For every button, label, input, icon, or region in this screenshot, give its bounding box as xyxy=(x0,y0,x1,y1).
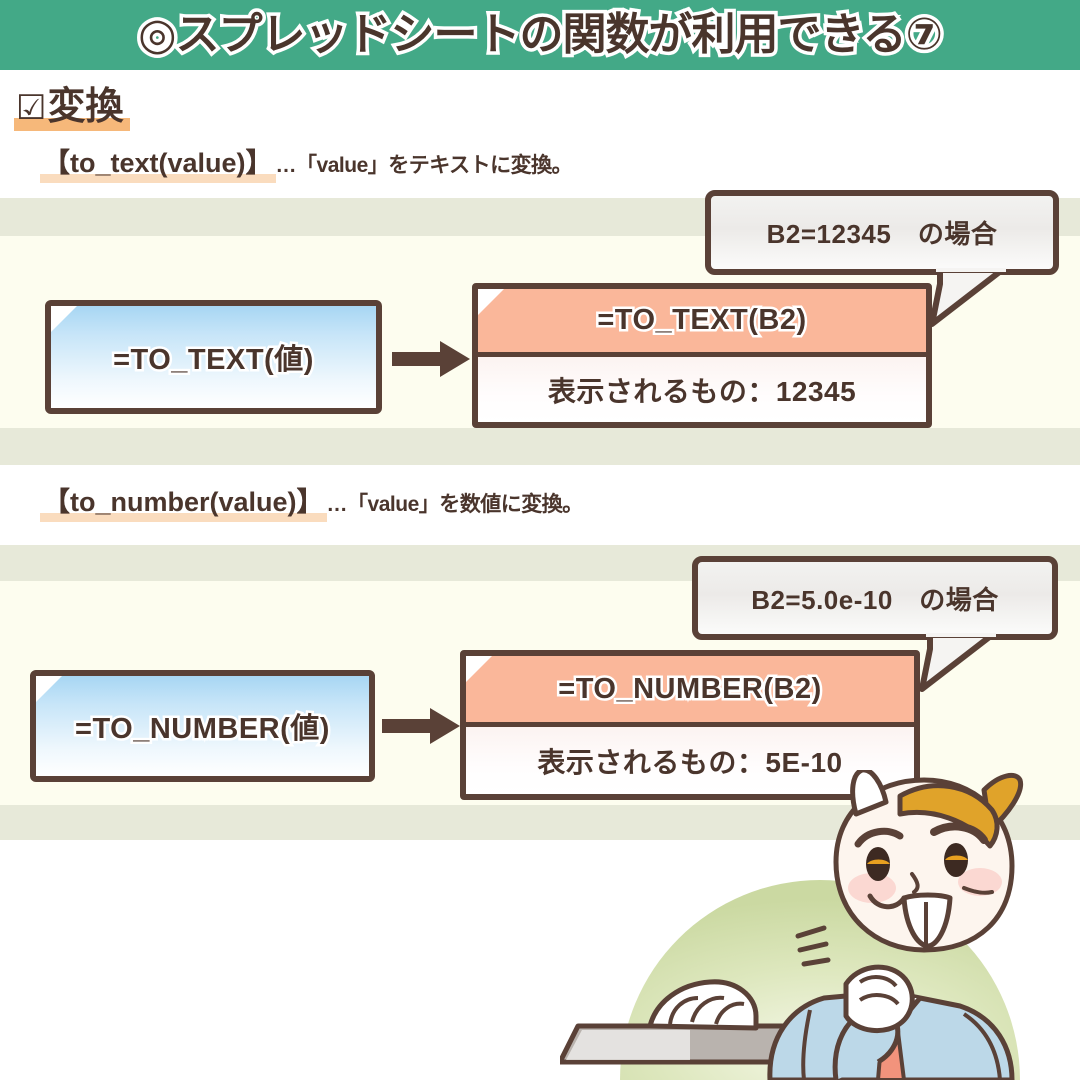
flow-arrow-2 xyxy=(382,705,462,747)
corner-highlight xyxy=(478,289,504,315)
result-formula-row-1: =TO_TEXT(B2) xyxy=(478,289,926,357)
section-heading-highlight: ☑変換 xyxy=(14,86,130,131)
corner-highlight xyxy=(51,306,77,332)
function-desc-2: …「value」を数値に変換。 xyxy=(326,493,584,516)
function-description-1: 【to_text(value)】…「value」をテキストに変換。 xyxy=(40,148,573,184)
corner-highlight xyxy=(466,656,492,682)
panel-band-bottom xyxy=(0,428,1080,465)
result-formula-label-2: =TO_NUMBER(B2) xyxy=(556,670,824,707)
result-box-1: =TO_TEXT(B2) 表示されるもの：12345 xyxy=(472,283,932,428)
function-description-2: 【to_number(value)】…「value」を数値に変換。 xyxy=(40,487,584,523)
cheek-left xyxy=(848,873,896,903)
brow-right xyxy=(930,822,988,844)
brow-left xyxy=(854,827,904,848)
speech-bubble-2: B2=5.0e-10 の場合 xyxy=(692,556,1058,640)
speech-bubble-tail-1 xyxy=(910,262,1020,328)
source-formula-box-1: =TO_TEXT(値) xyxy=(45,300,382,414)
header-bar: ◎スプレッドシートの関数が利用できる⑦ xyxy=(0,0,1080,70)
section-heading-label: 変換 xyxy=(47,86,124,129)
source-formula-label-2: =TO_NUMBER(値) xyxy=(73,711,332,748)
hair-tuft-left xyxy=(850,767,889,817)
result-display-row-2: 表示されるもの：5E-10 xyxy=(466,727,914,794)
result-display-label-2: 表示されるもの：5E-10 xyxy=(537,747,843,778)
speech-bubble-1: B2=12345 の場合 xyxy=(705,190,1059,275)
nose xyxy=(910,872,920,894)
source-formula-label-1: =TO_TEXT(値) xyxy=(111,342,316,379)
motion-line-2 xyxy=(797,941,829,953)
result-formula-row-2: =TO_NUMBER(B2) xyxy=(466,656,914,727)
speech-bubble-label-2: B2=5.0e-10 の場合 xyxy=(751,584,999,615)
motion-line-1 xyxy=(795,925,827,939)
result-display-label-1: 表示されるもの：12345 xyxy=(547,376,857,407)
result-display-row-1: 表示されるもの：12345 xyxy=(478,357,926,422)
corner-highlight xyxy=(36,676,62,702)
page-title: ◎スプレッドシートの関数が利用できる⑦ xyxy=(135,9,947,60)
speech-bubble-tail-2 xyxy=(900,627,1010,693)
source-formula-box-2: =TO_NUMBER(値) xyxy=(30,670,375,782)
hair-front xyxy=(897,783,1000,849)
section-heading: ☑変換 xyxy=(14,80,130,131)
function-name-2: 【to_number(value)】 xyxy=(40,487,327,523)
function-name-1: 【to_text(value)】 xyxy=(40,148,276,184)
character-illustration xyxy=(557,767,1080,1083)
checkbox-checked-icon: ☑ xyxy=(16,89,47,128)
motion-line-3 xyxy=(801,957,831,967)
function-desc-1: …「value」をテキストに変換。 xyxy=(275,154,573,177)
flow-arrow-1 xyxy=(392,338,472,380)
speech-bubble-label-1: B2=12345 の場合 xyxy=(766,219,998,249)
result-formula-label-1: =TO_TEXT(B2) xyxy=(595,302,809,339)
result-box-2: =TO_NUMBER(B2) 表示されるもの：5E-10 xyxy=(460,650,920,800)
